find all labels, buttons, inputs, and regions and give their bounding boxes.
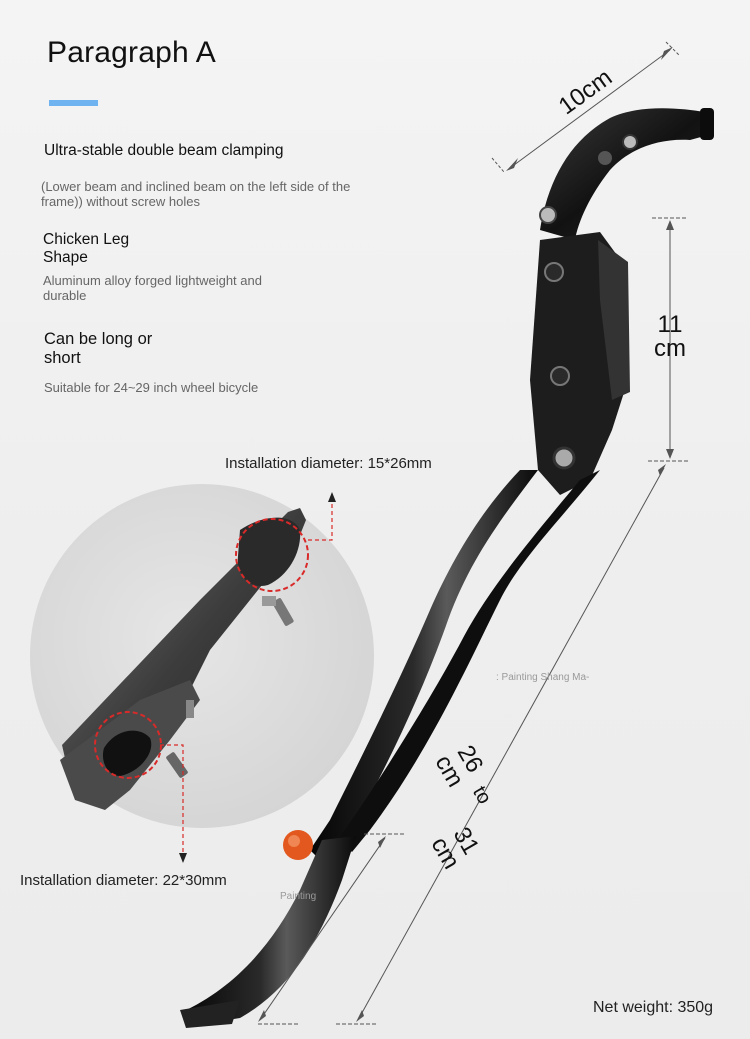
title-accent-bar	[49, 100, 98, 106]
dimension-arrows	[258, 47, 674, 1022]
highlight-circle-top	[235, 518, 309, 592]
dim-label-mount: 11 cm	[654, 311, 686, 362]
feature-heading-shape: Chicken Leg Shape	[43, 231, 130, 266]
install-diameter-bottom: Installation diameter: 22*30mm	[20, 872, 227, 889]
install-diameter-top: Installation diameter: 15*26mm	[225, 455, 432, 472]
watermark: : Painting Shang Ma-	[496, 672, 590, 683]
feature-desc-clamping: (Lower beam and inclined beam on the lef…	[41, 179, 351, 209]
page-title: Paragraph A	[47, 36, 216, 69]
feature-heading-length: Can be long or short	[44, 330, 153, 367]
net-weight: Net weight: 350g	[593, 999, 714, 1016]
zoom-inset	[30, 484, 374, 863]
dimension-lines	[258, 41, 690, 1025]
feature-heading-clamping: Ultra-stable double beam clamping	[44, 142, 284, 159]
feature-desc-shape: Aluminum alloy forged lightweight and du…	[43, 273, 262, 303]
kickstand	[180, 108, 714, 1028]
watermark-small: Painting	[280, 891, 317, 902]
feature-desc-length: Suitable for 24~29 inch wheel bicycle	[44, 380, 259, 395]
